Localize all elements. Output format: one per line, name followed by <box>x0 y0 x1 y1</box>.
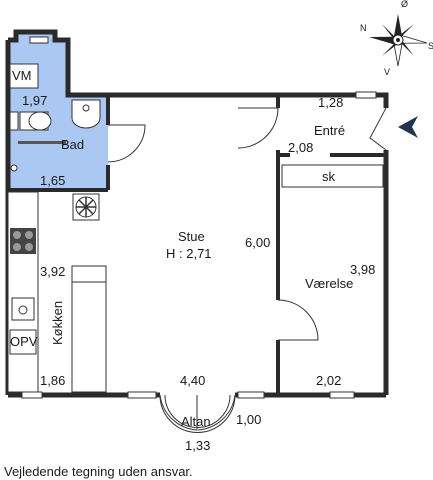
entry-arrow-icon <box>398 116 418 138</box>
floor-plan: VM Bad Stue H : 2,71 Entré sk Værelse Kø… <box>5 0 433 453</box>
room-label-living: Stue <box>178 229 205 244</box>
dimension-bedroom-length: 3,98 <box>350 262 375 277</box>
dimension-bedroom-width: 2,02 <box>316 373 341 388</box>
dimension-bath-length: 1,65 <box>40 173 65 188</box>
room-label-kitchen: Køkken <box>50 301 65 345</box>
dimension-entrance-length: 2,08 <box>288 140 313 155</box>
dimension-balcony-depth: 1,00 <box>236 412 261 427</box>
room-label-balcony: Altan <box>181 414 211 429</box>
closet <box>281 164 384 188</box>
dimension-kitchen-width: 1,86 <box>40 373 65 388</box>
disclaimer: Vejledende tegning uden ansvar. <box>4 464 193 479</box>
compass-w: V <box>384 67 390 77</box>
compass-n: N <box>360 23 367 33</box>
balcony-outline <box>159 394 236 433</box>
dimension-entrance-width: 1,28 <box>318 95 343 110</box>
dimension-balcony-width: 1,33 <box>185 438 210 453</box>
room-label-bedroom: Værelse <box>305 276 353 291</box>
dimension-living-length: 4,40 <box>180 373 205 388</box>
room-label-bathroom: Bad <box>61 137 84 152</box>
interior-walls <box>8 95 386 395</box>
bathroom-fixtures <box>9 63 101 172</box>
dimension-kitchen-length: 3,92 <box>40 264 65 279</box>
fan-icon <box>72 193 100 221</box>
doors <box>107 107 387 431</box>
room-label-entrance: Entré <box>314 123 345 138</box>
dimension-bath-width: 1,97 <box>22 93 47 108</box>
room-label-closet: sk <box>322 169 336 184</box>
kitchen-counter <box>7 191 107 393</box>
room-label-dishwasher: OPV <box>10 334 38 349</box>
dimension-living-width: 6,00 <box>245 235 270 250</box>
compass-s: S <box>428 41 433 51</box>
room-label-living-height: H : 2,71 <box>166 246 212 261</box>
windows <box>21 36 377 399</box>
room-label-utility: VM <box>12 68 32 83</box>
compass-icon <box>369 14 428 67</box>
compass-e: Ø <box>401 0 408 9</box>
